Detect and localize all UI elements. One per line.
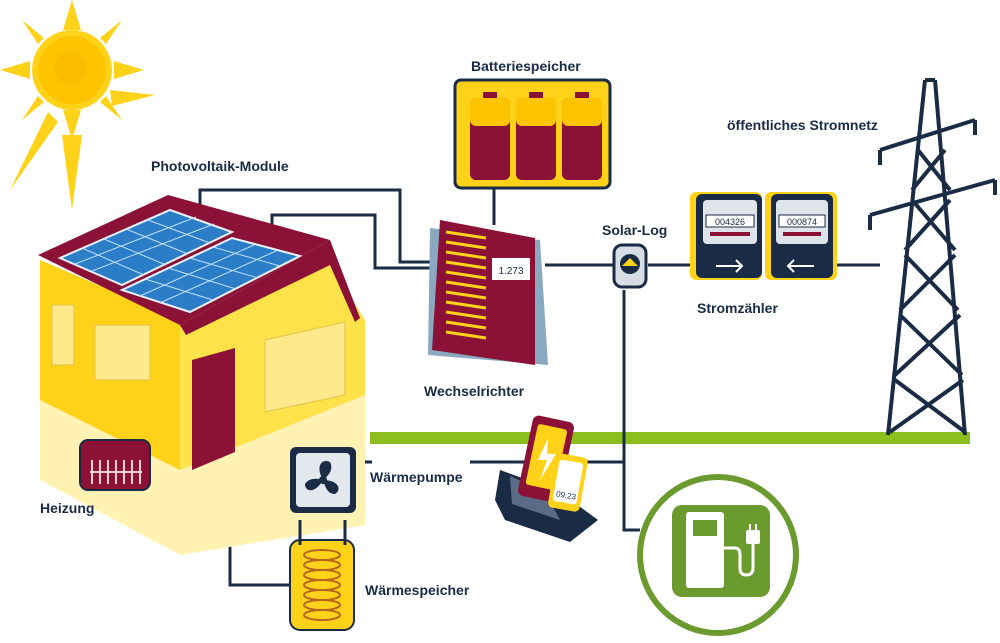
- smart-devices: 09:23: [495, 415, 598, 542]
- label-inverter: Wechselrichter: [424, 383, 525, 399]
- meter-left: 004326: [690, 192, 762, 280]
- meter-right: 000874: [765, 192, 837, 280]
- arrow-right-icon: [716, 259, 744, 273]
- meter-left-digits: 004326: [715, 217, 745, 227]
- label-meter: Stromzähler: [697, 300, 778, 316]
- meter-right-digits: 000874: [787, 217, 817, 227]
- solar-log-device: [612, 243, 648, 289]
- sun-icon: [0, 0, 155, 210]
- arrow-left-icon: [786, 259, 814, 273]
- lightning-icon: [538, 438, 556, 480]
- label-solar-log: Solar-Log: [602, 222, 668, 238]
- ev-charger: [637, 474, 799, 636]
- heat-storage: [289, 520, 355, 631]
- phone-time: 09:23: [555, 489, 577, 501]
- label-heat-pump: Wärmepumpe: [370, 469, 463, 485]
- heating-radiator: [79, 439, 151, 491]
- battery-storage: [453, 78, 612, 190]
- ev-charger-icon: [686, 512, 760, 588]
- inverter-display: 1.273: [498, 266, 523, 277]
- label-pv-modules: Photovoltaik-Module: [151, 158, 289, 174]
- label-heating: Heizung: [40, 500, 95, 516]
- inverter: 1.273: [428, 220, 548, 365]
- house: [38, 195, 365, 555]
- label-heat-storage: Wärmespeicher: [365, 582, 470, 598]
- pv-panels: [57, 208, 303, 314]
- label-public-grid: öffentliches Stromnetz: [727, 117, 878, 133]
- label-battery-storage: Batteriespeicher: [471, 58, 581, 74]
- ground-line: [370, 432, 970, 444]
- fan-icon: [305, 460, 339, 494]
- power-pylon: [868, 78, 997, 436]
- heat-pump: [290, 447, 356, 513]
